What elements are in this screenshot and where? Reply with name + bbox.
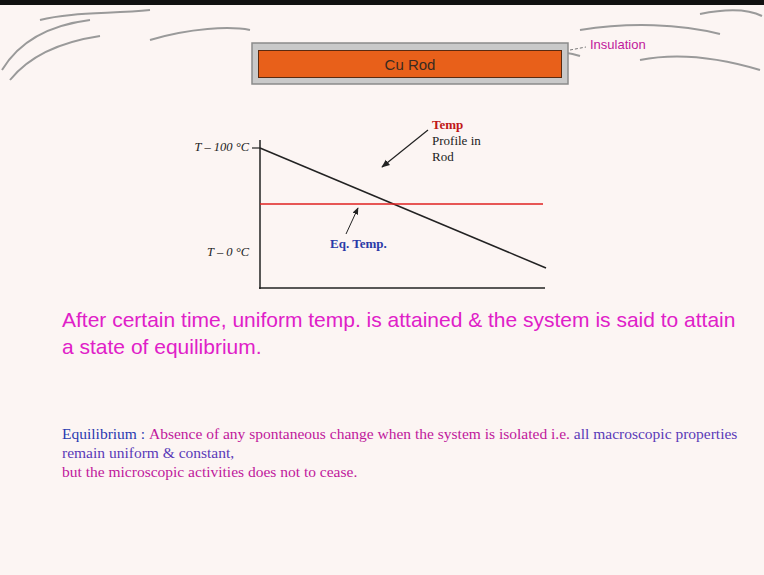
axis-tick xyxy=(252,147,260,148)
eq-temp-line xyxy=(260,203,543,205)
rod-label: Cu Rod xyxy=(385,56,436,73)
x-axis xyxy=(259,287,545,289)
axis-label: T – 0 °C xyxy=(207,245,249,260)
temp-leader xyxy=(382,130,428,167)
statement-text: After certain time, uniform temp. is att… xyxy=(62,306,742,360)
definition-paragraph: Equilibrium :Absence of any spontaneous … xyxy=(62,424,752,481)
rod-box: Cu Rod xyxy=(258,50,562,78)
definition-term: Equilibrium : xyxy=(62,425,145,442)
definition-text: Absence of any spontaneous change when t… xyxy=(149,425,570,442)
top-border xyxy=(0,0,764,5)
axis-label: T – 100 °C xyxy=(195,140,249,155)
curve-label: Profile in Rod xyxy=(432,133,498,165)
curve-label: Eq. Temp. xyxy=(330,236,387,252)
insulation-bar xyxy=(252,43,568,84)
temp-profile-line xyxy=(260,148,546,268)
insulation-label: Insulation xyxy=(590,37,646,52)
insulation-leader xyxy=(570,47,586,50)
eq-leader xyxy=(346,208,358,234)
y-axis xyxy=(259,140,261,289)
definition-text: but the microscopic activities does not … xyxy=(62,462,748,481)
curve-label: Temp xyxy=(432,117,463,133)
